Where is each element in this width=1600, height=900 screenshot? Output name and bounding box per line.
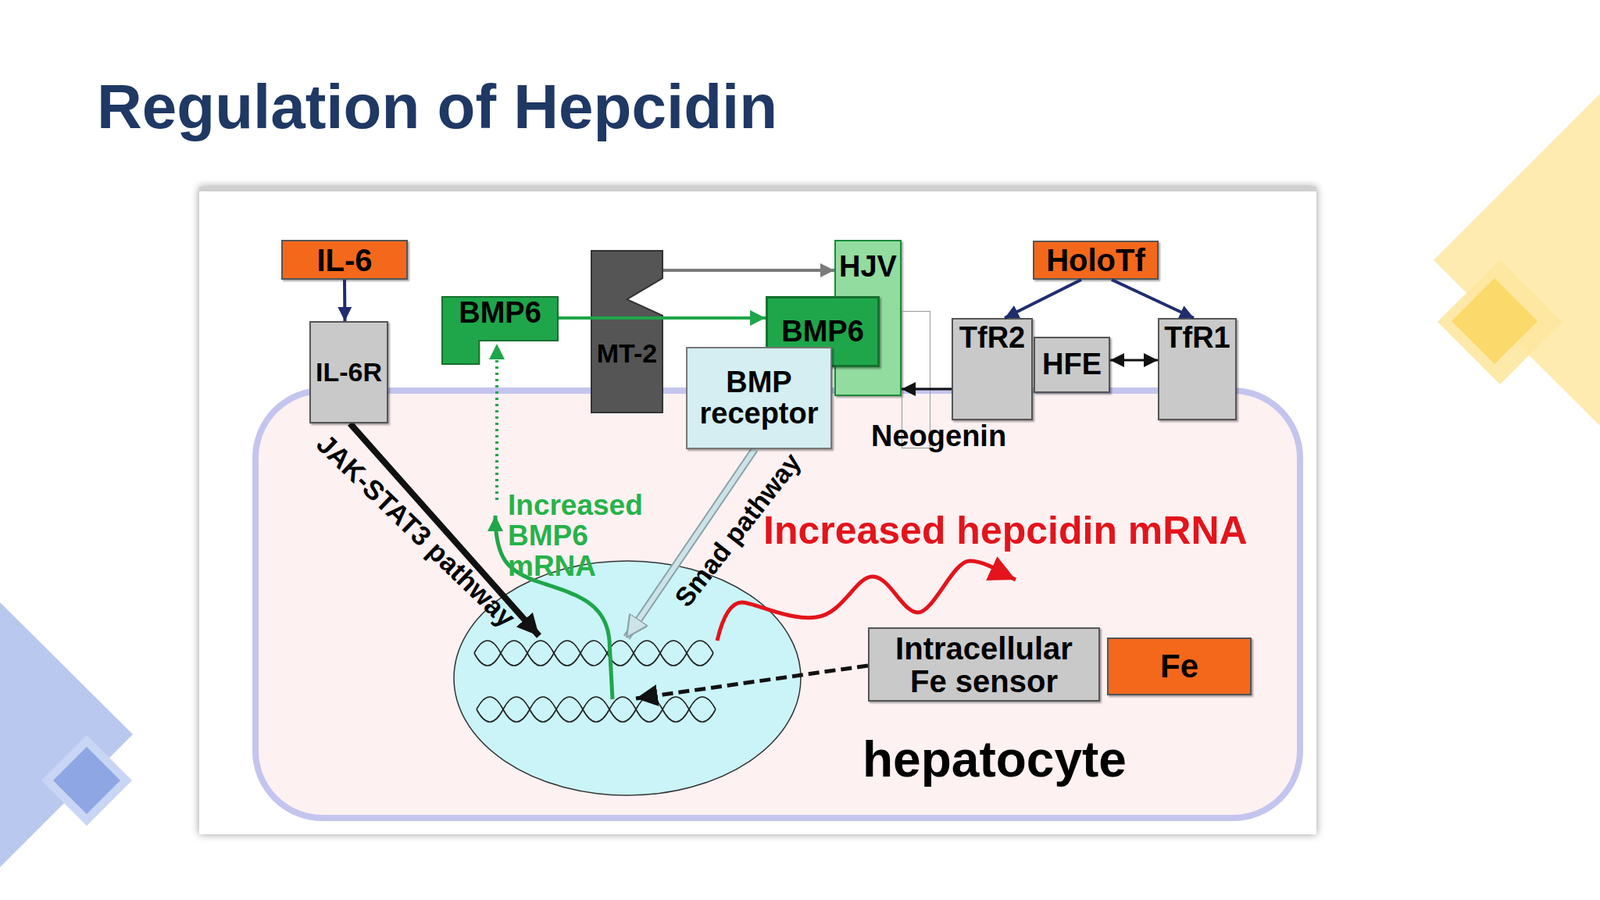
node-text: IL-6 <box>316 243 372 277</box>
node-text: TfR1 <box>1128 322 1267 354</box>
node-text: HFE <box>1042 349 1102 381</box>
receptor-box: TfR2 <box>951 317 1033 421</box>
receptor-box: IL-6R <box>309 321 389 424</box>
receptor-outline: Neogenin <box>901 310 931 449</box>
decor-diamond <box>53 746 121 815</box>
decor-diamond <box>1437 259 1563 385</box>
sensor-box: Intracellular Fe sensor <box>867 627 1100 702</box>
receptor-box: BMP receptor <box>685 346 833 450</box>
mrna-label: Increased hepcidin mRNA <box>763 510 1248 550</box>
connector-arrow <box>1004 279 1082 318</box>
node-text: Fe <box>1160 649 1199 684</box>
node-text: HJV <box>804 251 932 283</box>
node-text: hepatocyte <box>862 733 1127 786</box>
iron-box: Fe <box>1107 637 1252 696</box>
cell-membrane: hepatocyte Intracellular Fe sensor Fe <box>252 387 1304 822</box>
decor-diamond <box>1451 278 1538 365</box>
ligand-shape: BMP6 <box>441 296 559 365</box>
decor-diamond <box>41 735 133 826</box>
dna-strand <box>474 640 714 666</box>
node-text: Intracellular Fe sensor <box>885 632 1083 698</box>
shape-outline <box>590 250 664 414</box>
connector-arrow <box>342 279 347 322</box>
receptor-box: TfR1 <box>1157 317 1237 421</box>
connector-arrow <box>663 268 835 272</box>
decor-diamond <box>1433 93 1600 426</box>
node-text: HoloTf <box>1046 243 1146 277</box>
node-text: Neogenin <box>871 421 961 453</box>
connector-arrow <box>1110 358 1158 361</box>
decor-diamond <box>0 602 133 868</box>
protease-shape: MT-2 <box>590 250 664 414</box>
connector-arrow <box>1111 279 1194 318</box>
dna-strand <box>476 696 716 722</box>
shape-fill <box>591 250 663 413</box>
node-text: BMP6 <box>410 297 590 329</box>
dna-strand <box>474 640 714 666</box>
protein-box: HFE <box>1033 336 1111 393</box>
mrna-label: Increased BMP6 mRNA <box>507 489 668 582</box>
dna-strand <box>476 696 716 722</box>
node-text: BMP receptor <box>687 367 831 430</box>
slide-title: Regulation of Hepcidin <box>96 75 778 139</box>
node-text: BMP6 <box>781 316 865 348</box>
node-text: IL-6R <box>315 358 383 387</box>
ligand-box: HoloTf <box>1032 240 1159 280</box>
node-text: MT-2 <box>559 339 695 368</box>
ligand-box: IL-6 <box>281 239 408 280</box>
